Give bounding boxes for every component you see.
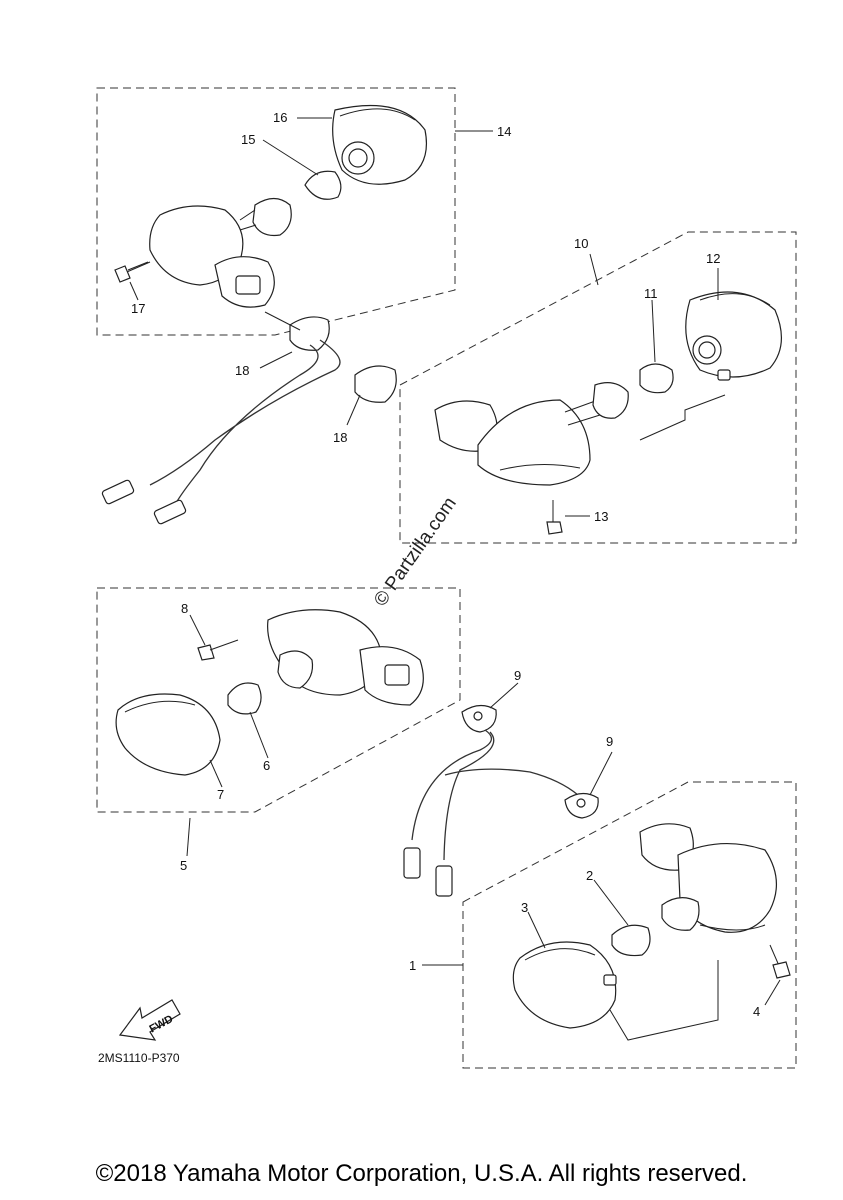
group-10-outline	[399, 231, 797, 544]
callout-9-upper[interactable]: 9	[514, 668, 521, 683]
bulb-11[interactable]	[639, 363, 674, 394]
housing-1	[677, 843, 778, 933]
wire-harness-upper	[149, 339, 341, 506]
watermark: © Partzilla.com	[370, 493, 461, 610]
callout-4[interactable]: 4	[753, 1004, 760, 1019]
connector-18-upper[interactable]	[259, 311, 330, 369]
screw-17[interactable]	[114, 261, 151, 283]
fwd-arrow-icon: FWD	[118, 999, 181, 1041]
assembly-group-10	[346, 231, 797, 544]
housing-10	[477, 399, 591, 486]
callout-2[interactable]: 2	[586, 868, 593, 883]
callout-16[interactable]: 16	[273, 110, 287, 125]
screw-4[interactable]	[764, 944, 791, 1006]
lens-7[interactable]	[115, 693, 221, 776]
bulb-2[interactable]	[611, 924, 651, 957]
callout-18-upper[interactable]: 18	[235, 363, 249, 378]
callout-17[interactable]: 17	[131, 301, 145, 316]
terminal-lower-1	[403, 847, 421, 879]
callout-5[interactable]: 5	[180, 858, 187, 873]
terminal-upper-2	[153, 499, 187, 525]
connector-18-lower[interactable]	[354, 365, 397, 403]
assembly-group-1	[422, 781, 797, 1069]
callout-18-lower[interactable]: 18	[333, 430, 347, 445]
lens-12[interactable]	[685, 291, 783, 378]
callout-15[interactable]: 15	[241, 132, 255, 147]
callout-10[interactable]: 10	[574, 236, 588, 251]
group-14-outline	[96, 87, 456, 336]
group-1-outline	[462, 781, 797, 1069]
screw-8[interactable]	[189, 614, 239, 661]
callout-12[interactable]: 12	[706, 251, 720, 266]
terminal-lower-2	[435, 865, 453, 897]
callout-9-lower[interactable]: 9	[606, 734, 613, 749]
callout-11[interactable]: 11	[644, 286, 658, 301]
callout-1[interactable]: 1	[409, 958, 416, 973]
callout-14[interactable]: 14	[497, 124, 511, 139]
lens-16[interactable]	[332, 104, 427, 185]
wire-harness-lower	[411, 729, 579, 861]
copyright-notice: ©2018 Yamaha Motor Corporation, U.S.A. A…	[95, 1160, 748, 1187]
lens-3[interactable]	[512, 941, 617, 1029]
callout-8[interactable]: 8	[181, 601, 188, 616]
assembly-group-5	[96, 587, 461, 857]
terminal-upper-1	[101, 479, 135, 505]
callout-7[interactable]: 7	[217, 787, 224, 802]
callout-13[interactable]: 13	[594, 509, 608, 524]
grommet-9-lower[interactable]	[564, 751, 613, 819]
group-5-outline	[96, 587, 461, 813]
grommet-9-upper[interactable]	[461, 682, 519, 733]
bulb-6[interactable]	[227, 682, 262, 715]
bulb-15[interactable]	[304, 170, 342, 200]
assembly-group-14	[96, 87, 493, 336]
callout-6[interactable]: 6	[263, 758, 270, 773]
diagram-code: 2MS1110-P370	[98, 1051, 180, 1065]
screw-13[interactable]	[546, 500, 590, 535]
callout-3[interactable]: 3	[521, 900, 528, 915]
